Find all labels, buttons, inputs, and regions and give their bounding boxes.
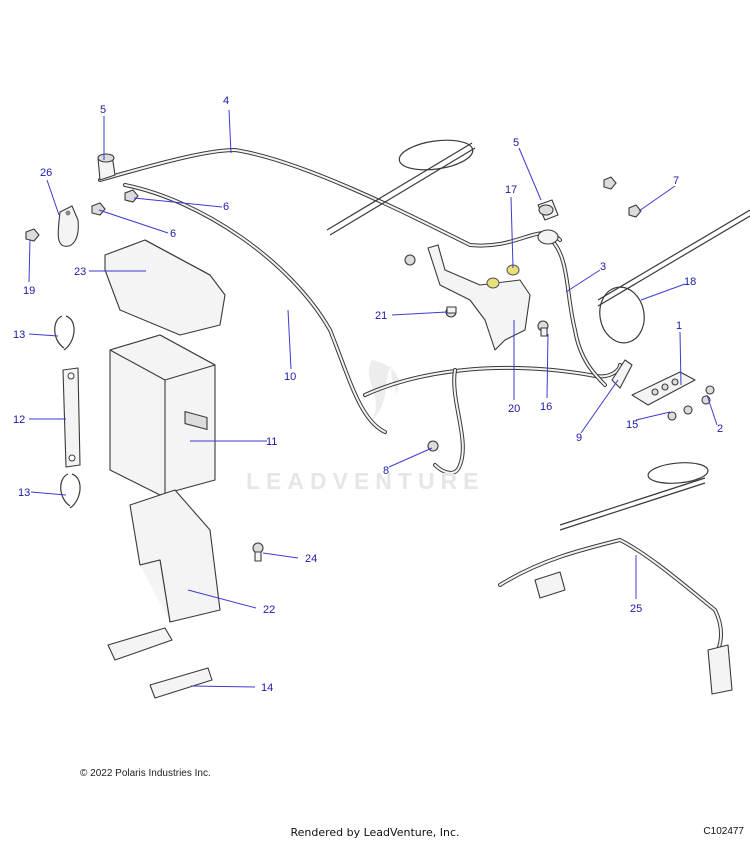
callout-19: 19	[23, 285, 35, 297]
callout-26: 26	[40, 167, 52, 179]
battery-11	[109, 334, 216, 496]
callout-6: 6	[170, 228, 176, 240]
terminal-block-1	[631, 371, 696, 406]
nut-7	[603, 176, 642, 218]
cable-tie-18	[597, 209, 750, 344]
callout-9: 9	[576, 432, 582, 444]
battery-cable-4	[98, 147, 562, 248]
leaders	[28, 109, 718, 688]
callout-25: 25	[630, 603, 642, 615]
callout-11: 11	[266, 436, 277, 448]
battery-cover-23	[104, 239, 226, 336]
diagram-id: C102477	[703, 826, 744, 837]
nut-19	[25, 228, 40, 242]
bracket-20	[427, 244, 531, 351]
rendered-by-text: Rendered by LeadVenture, Inc.	[290, 826, 460, 839]
positive-cable-3	[537, 229, 607, 387]
callout-10: 10	[284, 371, 296, 383]
callout-14: 14	[261, 682, 273, 694]
clip-13a	[54, 315, 75, 351]
copyright-text: © 2022 Polaris Industries Inc.	[80, 768, 211, 779]
battery-cable-10	[123, 183, 622, 475]
callout-17: 17	[505, 184, 517, 196]
callout-20: 20	[508, 403, 520, 415]
callout-5: 5	[100, 104, 106, 116]
callouts: 4 5 26 6 6 19 23 13 12 11 13 22 14 24 10…	[13, 95, 723, 694]
callout-22: 22	[263, 604, 275, 616]
strap-12	[62, 367, 81, 468]
watermark-text: LEADVENTURE	[246, 468, 485, 494]
callout-16: 16	[540, 401, 552, 413]
screw-16	[537, 320, 549, 337]
battery-box-22	[129, 489, 221, 623]
callout-8: 8	[383, 465, 389, 477]
harness-25	[498, 537, 733, 695]
callout-6: 6	[223, 201, 229, 213]
cable-tie-bottom	[559, 462, 709, 531]
callout-24: 24	[305, 553, 317, 565]
cable-tie-top	[326, 139, 476, 236]
pad-14b	[149, 667, 213, 699]
clamp-26	[57, 205, 79, 247]
watermark-logo	[368, 360, 399, 420]
callout-1: 1	[676, 320, 682, 332]
callout-15: 15	[626, 419, 638, 431]
callout-18: 18	[684, 276, 696, 288]
clip-13b	[60, 473, 81, 509]
callout-13: 13	[13, 329, 25, 341]
screw-top	[404, 254, 416, 266]
callout-5: 5	[513, 137, 519, 149]
screw-24	[252, 542, 264, 562]
callout-23: 23	[74, 266, 86, 278]
terminal-boot-5a	[97, 153, 116, 181]
callout-13: 13	[18, 487, 30, 499]
callout-21: 21	[375, 310, 387, 322]
callout-12: 12	[13, 414, 25, 426]
nut-6b	[91, 202, 106, 216]
pad-14a	[107, 627, 173, 661]
callout-7: 7	[673, 175, 679, 187]
terminal-boot-5b	[537, 199, 559, 221]
callout-4: 4	[223, 95, 229, 107]
nut-6a	[124, 189, 139, 203]
screw-2	[701, 385, 715, 405]
callout-2: 2	[717, 423, 723, 435]
screw-21	[445, 306, 457, 318]
callout-3: 3	[600, 261, 606, 273]
nut-15	[667, 405, 693, 421]
